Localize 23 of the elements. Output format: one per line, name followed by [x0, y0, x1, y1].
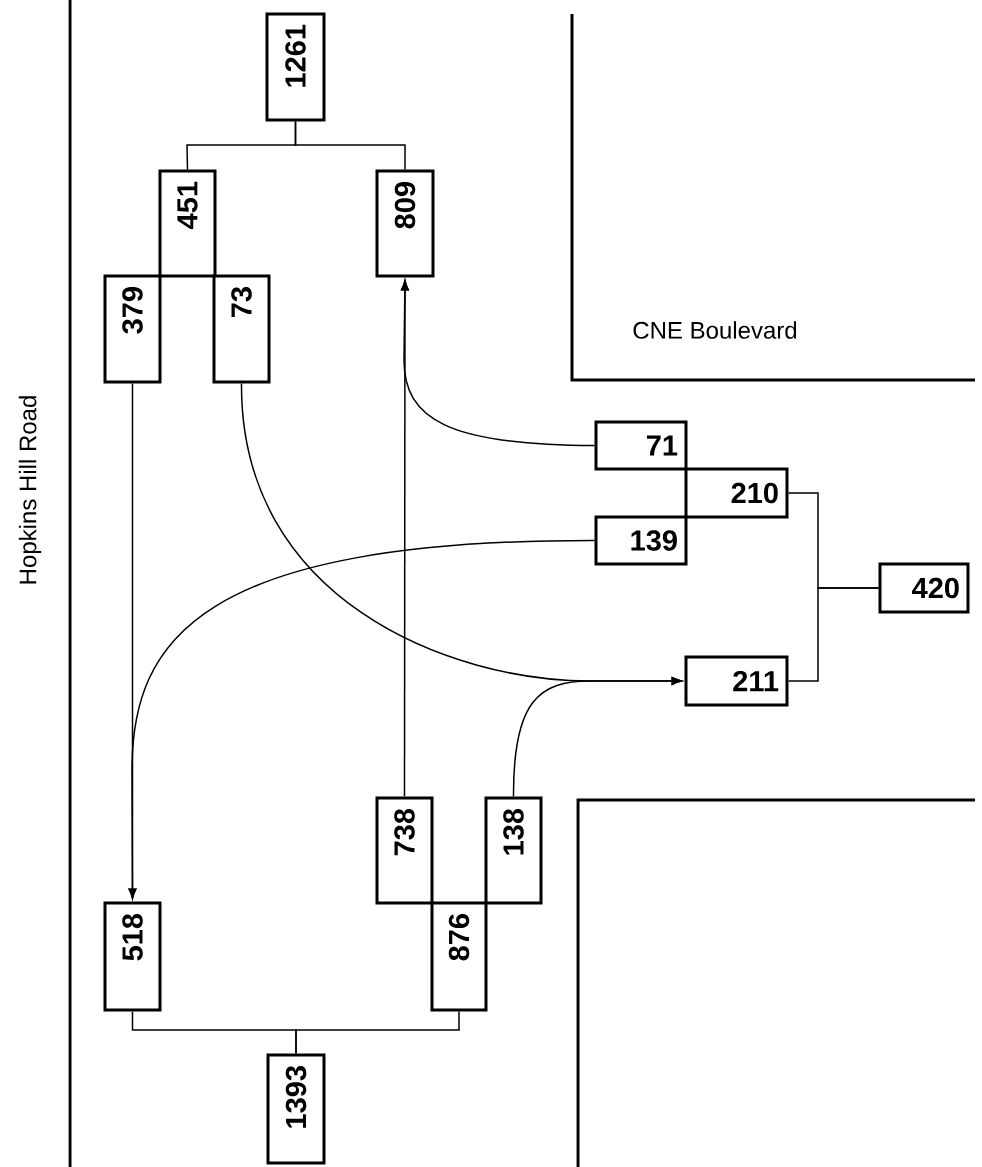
- count-box: 211: [684, 655, 789, 707]
- connector-line: [295, 1010, 460, 1055]
- count-box: 139: [594, 515, 688, 566]
- count-box: 1261: [265, 12, 326, 122]
- count-box: 1393: [266, 1053, 326, 1165]
- count-box: 809: [375, 169, 435, 278]
- count-box: 379: [103, 274, 162, 384]
- count-box: 738: [375, 796, 434, 905]
- connector-line: [294, 120, 406, 171]
- count-box: 451: [158, 169, 217, 278]
- road-name: CNE Boulevard: [633, 321, 797, 339]
- count-box: 518: [103, 901, 162, 1012]
- count-box: 420: [878, 562, 970, 614]
- count-box: 210: [684, 467, 789, 519]
- count-box: 73: [212, 274, 271, 384]
- connector-line: [787, 587, 880, 682]
- count-box: 71: [594, 420, 688, 471]
- arrow: [512, 677, 682, 798]
- count-box: 876: [430, 901, 488, 1012]
- arrow: [128, 539, 596, 899]
- arrow: [401, 280, 409, 798]
- road-name: Hopkins Hill Road: [18, 396, 42, 584]
- count-box: 138: [484, 796, 543, 905]
